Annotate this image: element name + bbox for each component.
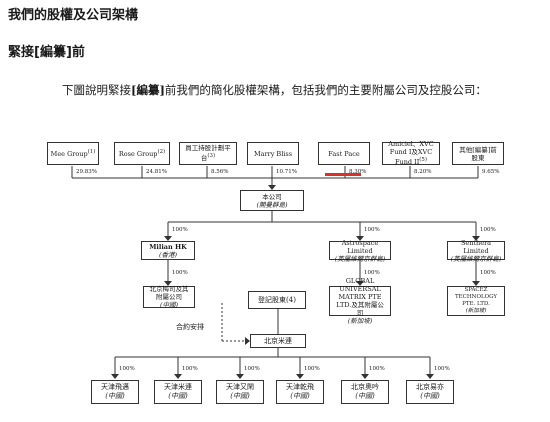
global-universal-box: GLOBAL UNIVERSAL MATRIX PTE LTD.及其附屬公司 (… <box>329 277 391 325</box>
shareholder-name: Mee Group(1) <box>50 149 96 159</box>
senthera-box: Senthera Limited (英屬維爾京群島) <box>447 238 505 263</box>
shareholding-pct: 8.30% <box>349 169 367 175</box>
registered-shareholders-box: 登記股東(4) <box>248 291 306 309</box>
entity-name: Astrospace Limited <box>341 238 379 255</box>
redaction-bar <box>325 173 361 176</box>
entity-jurisdiction: (香港) <box>158 250 178 259</box>
entity-jurisdiction: (中國) <box>420 392 440 400</box>
company-jurisdiction: (開曼群島) <box>256 200 288 209</box>
ownership-pct: 100% <box>364 270 380 276</box>
entity-jurisdiction: (中國) <box>355 392 375 400</box>
entity-jurisdiction: (中國) <box>290 392 310 400</box>
paragraph-text-1: 下圖說明緊接 <box>62 83 131 97</box>
ownership-pct: 100% <box>172 270 188 276</box>
subsidiary-box: 天津乾飛 (中國) <box>276 380 324 404</box>
ownership-pct: 100% <box>119 366 135 372</box>
shareholding-pct: 24.81% <box>146 169 167 175</box>
entity-jurisdiction: (中國) <box>105 392 125 400</box>
shareholder-name: Rose Group(2) <box>118 149 166 159</box>
entity-name: 北京梅司及其附屬公司 <box>149 285 189 301</box>
shareholder-box: Marry Bliss <box>247 142 299 165</box>
shareholder-box: 員工持股計劃平台(3) <box>179 142 237 165</box>
subsidiary-box: 北京易亦 (中國) <box>406 380 454 404</box>
contract-label: 合約安排 <box>176 323 204 331</box>
entity-name: 北京易亦 <box>416 383 444 391</box>
entity-name: SPACEZ TECHNOLOGY PTE. LTD. <box>454 287 498 307</box>
shareholding-pct: 8.56% <box>211 169 229 175</box>
astrospace-box: Astrospace Limited (英屬維爾京群島) <box>329 238 391 263</box>
ownership-pct: 100% <box>304 366 320 372</box>
entity-jurisdiction: (英屬維爾京群島) <box>450 254 502 263</box>
entity-jurisdiction: (中國) <box>168 392 188 400</box>
entity-name: 天津又閑 <box>226 383 254 391</box>
registered-shareholders-label: 登記股東(4) <box>258 296 296 304</box>
shareholder-box: Mee Group(1) <box>47 142 99 165</box>
entity-jurisdiction: (中國) <box>159 301 179 309</box>
shareholder-box: Rose Group(2) <box>114 142 170 165</box>
subsidiary-box: 天津飛邁 (中國) <box>91 380 139 404</box>
paragraph-bold: [編纂] <box>131 83 165 97</box>
shareholder-box: 其他[編纂]前股東 <box>452 142 504 165</box>
entity-name: 天津米連 <box>164 383 192 391</box>
entity-name: 天津飛邁 <box>101 383 129 391</box>
shareholding-pct: 29.83% <box>76 169 97 175</box>
entity-jurisdiction: (新加坡) <box>347 317 373 325</box>
subsidiary-box: 天津米連 (中國) <box>154 380 202 404</box>
ownership-pct: 100% <box>480 270 496 276</box>
shareholder-name: Fast Pace <box>328 149 360 158</box>
intro-paragraph: 下圖說明緊接[編纂]前我們的簡化股權架構，包括我們的主要附屬公司及控股公司： <box>8 80 546 101</box>
entity-jurisdiction: (英屬維爾京群島) <box>334 254 386 263</box>
opco-box: 北京米連 <box>250 334 306 348</box>
subsidiary-box: 天津又閑 (中國) <box>216 380 264 404</box>
shareholder-name: Amiciel、XVC Fund I及XVC Fund II(5) <box>388 140 434 167</box>
shareholding-pct: 10.71% <box>276 169 297 175</box>
entity-jurisdiction: (中國) <box>230 392 250 400</box>
shareholder-name: 其他[編纂]前股東 <box>459 145 497 162</box>
shareholder-name: 員工持股計劃平台(3) <box>185 144 231 163</box>
shareholder-box: Fast Pace <box>318 142 370 165</box>
shareholding-pct: 8.20% <box>414 169 432 175</box>
entity-name: Senthera Limited <box>460 238 492 255</box>
ownership-pct: 100% <box>244 366 260 372</box>
entity-name: GLOBAL UNIVERSAL MATRIX PTE LTD.及其附屬公司 <box>336 277 384 317</box>
opco-name: 北京米連 <box>264 337 292 345</box>
entity-name: 北京奧吟 <box>351 383 379 391</box>
ownership-pct: 100% <box>369 366 385 372</box>
shareholder-name: Marry Bliss <box>253 149 293 158</box>
company-box: 本公司 (開曼群島) <box>240 190 304 211</box>
ownership-pct: 100% <box>172 227 188 233</box>
milian-hk-box: Milian HK (香港) <box>141 241 195 260</box>
paragraph-text-2: 前我們的簡化股權架構，包括我們的主要附屬公司及控股公司： <box>164 83 487 97</box>
entity-jurisdiction: (新加坡) <box>465 308 487 314</box>
shareholder-box: Amiciel、XVC Fund I及XVC Fund II(5) <box>382 140 440 167</box>
section-title: 緊接[編纂]前 <box>8 45 85 60</box>
ownership-pct: 100% <box>434 366 450 372</box>
entity-name: 天津乾飛 <box>286 383 314 391</box>
company-name: 本公司 <box>262 192 282 201</box>
spacez-box: SPACEZ TECHNOLOGY PTE. LTD. (新加坡) <box>447 286 505 316</box>
subsidiary-box: 北京奧吟 (中國) <box>341 380 389 404</box>
ownership-pct: 100% <box>480 227 496 233</box>
entity-name: Milian HK <box>149 242 187 251</box>
ownership-pct: 100% <box>364 227 380 233</box>
beijing-meisi-box: 北京梅司及其附屬公司 (中國) <box>143 285 195 309</box>
shareholding-pct: 9.65% <box>482 169 500 175</box>
page-title: 我們的股權及公司架構 <box>8 8 139 23</box>
ownership-pct: 100% <box>182 366 198 372</box>
